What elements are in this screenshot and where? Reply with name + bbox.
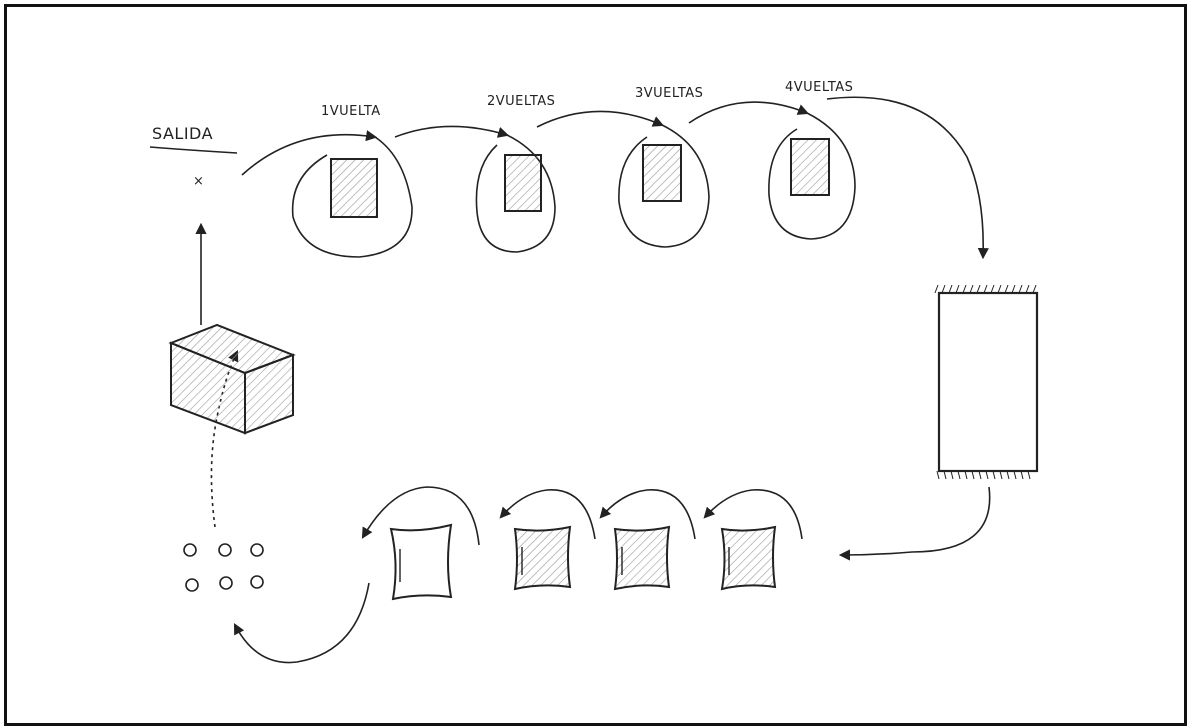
circuit-diagram: SALIDA × 1VUELTA 2VUELTAS 3VUELTAS 4VUEL… xyxy=(149,80,1039,664)
start-mark: × xyxy=(193,174,204,189)
lap3-label: 3VUELTAS xyxy=(635,86,703,101)
arrow-start-to-lap1 xyxy=(241,130,378,176)
cushion-3 xyxy=(599,489,696,591)
lap4-station xyxy=(768,112,856,240)
lap2-label: 2VUELTAS xyxy=(487,94,555,109)
lap1-label: 1VUELTA xyxy=(321,104,381,119)
start-label: SALIDA xyxy=(152,124,213,143)
diagram-frame: SALIDA × 1VUELTA 2VUELTAS 3VUELTAS 4VUEL… xyxy=(4,4,1187,726)
box xyxy=(168,323,296,435)
lap2-station xyxy=(475,134,556,253)
lap3-station xyxy=(618,124,710,248)
lap4-label: 4VUELTAS xyxy=(785,80,853,95)
lap1-station xyxy=(291,136,413,258)
arrow-cushions-to-dots xyxy=(233,582,370,664)
dots-group xyxy=(183,543,264,592)
arrow-mat-to-cushions xyxy=(838,486,991,561)
start-underline xyxy=(149,146,238,154)
arrow-lap1-to-lap2 xyxy=(394,125,510,138)
cushion-1 xyxy=(361,486,480,601)
cushion-4 xyxy=(703,489,803,591)
arrow-lap3-to-lap4 xyxy=(688,101,810,124)
cushion-2 xyxy=(499,489,596,591)
arrow-lap2-to-lap3 xyxy=(536,110,665,128)
mat xyxy=(934,284,1039,480)
arrow-lap4-to-mat xyxy=(826,96,989,260)
